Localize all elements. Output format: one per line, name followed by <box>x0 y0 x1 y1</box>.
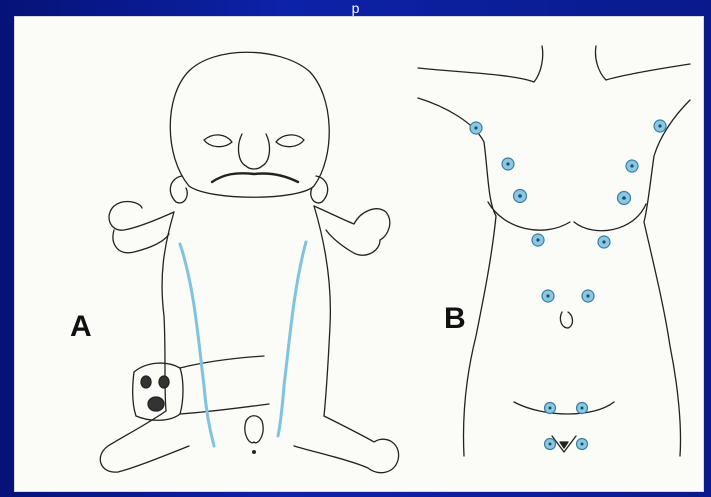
embryo-mouth <box>212 173 298 182</box>
torso-neck-shoulders <box>418 46 690 82</box>
figure-panel: A B <box>14 16 704 492</box>
panel-label-b: B <box>444 302 466 336</box>
torso-outline-right <box>644 100 690 456</box>
figure-drawing <box>14 16 704 492</box>
embryo-head <box>170 52 329 197</box>
embryo-eye-left <box>204 135 232 147</box>
section-cavity-3 <box>148 397 164 411</box>
mammary-line-left <box>180 244 214 446</box>
nipple-dots <box>470 120 666 450</box>
navel <box>560 312 572 328</box>
panel-label-a: A <box>70 310 92 344</box>
mammary-line-right <box>278 242 306 436</box>
embryo-arm-left <box>109 202 174 253</box>
embryo-nose <box>239 134 270 169</box>
breast-left <box>488 202 570 230</box>
breast-right <box>574 204 646 231</box>
section-cavity-2 <box>159 376 169 388</box>
pubic-shading <box>560 442 568 448</box>
torso-outline-left <box>418 98 496 456</box>
embryo-torso <box>162 206 330 416</box>
embryo-genital <box>245 416 263 443</box>
embryo-leg-left <box>100 411 189 472</box>
embryo-arm-right <box>314 206 390 255</box>
embryo-eye-right <box>276 135 304 147</box>
embryo-ear-right <box>311 176 328 203</box>
slide-title-fragment: p <box>0 0 711 16</box>
pubic-line <box>514 402 614 414</box>
embryo-leg-right <box>294 416 399 473</box>
section-cavity-1 <box>141 376 151 388</box>
torso-drawing <box>418 46 690 456</box>
embryo-drawing <box>100 52 398 472</box>
